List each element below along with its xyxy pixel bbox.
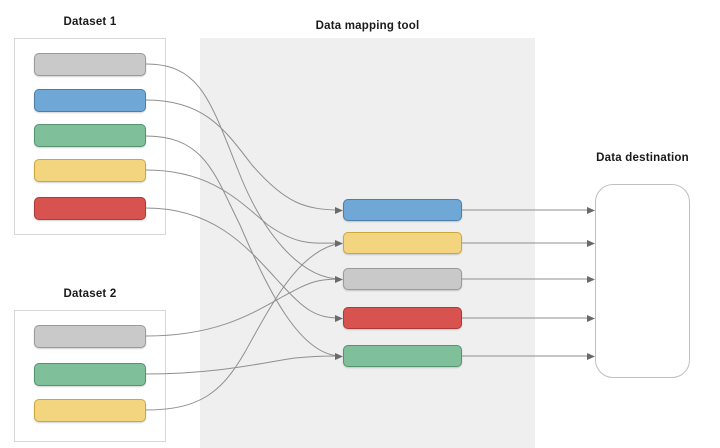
dataset-1-field-gray[interactable] <box>34 53 146 76</box>
dataset-2-title: Dataset 2 <box>63 288 117 300</box>
arrowhead-destination-1 <box>587 207 595 214</box>
data-destination-box[interactable] <box>595 184 690 378</box>
mapping-field-yellow[interactable] <box>343 232 462 254</box>
dataset-2-field-green[interactable] <box>34 363 146 386</box>
mapping-field-blue[interactable] <box>343 199 462 221</box>
arrowhead-destination-3 <box>587 276 595 283</box>
arrowhead-destination-2 <box>587 240 595 247</box>
dataset-1-field-green[interactable] <box>34 124 146 147</box>
dataset-1-field-yellow[interactable] <box>34 159 146 182</box>
dataset-1-field-blue[interactable] <box>34 89 146 112</box>
mapping-field-green[interactable] <box>343 345 462 367</box>
dataset-1-title: Dataset 1 <box>63 16 117 28</box>
data-destination-title: Data destination <box>596 152 689 164</box>
arrowhead-destination-4 <box>587 315 595 322</box>
dataset-2-field-yellow[interactable] <box>34 399 146 422</box>
dataset-1-field-red[interactable] <box>34 197 146 220</box>
mapping-field-red[interactable] <box>343 307 462 329</box>
mapping-field-gray[interactable] <box>343 268 462 290</box>
arrowhead-destination-5 <box>587 353 595 360</box>
dataset-2-field-gray[interactable] <box>34 325 146 348</box>
mapping-tool-title: Data mapping tool <box>315 20 420 32</box>
